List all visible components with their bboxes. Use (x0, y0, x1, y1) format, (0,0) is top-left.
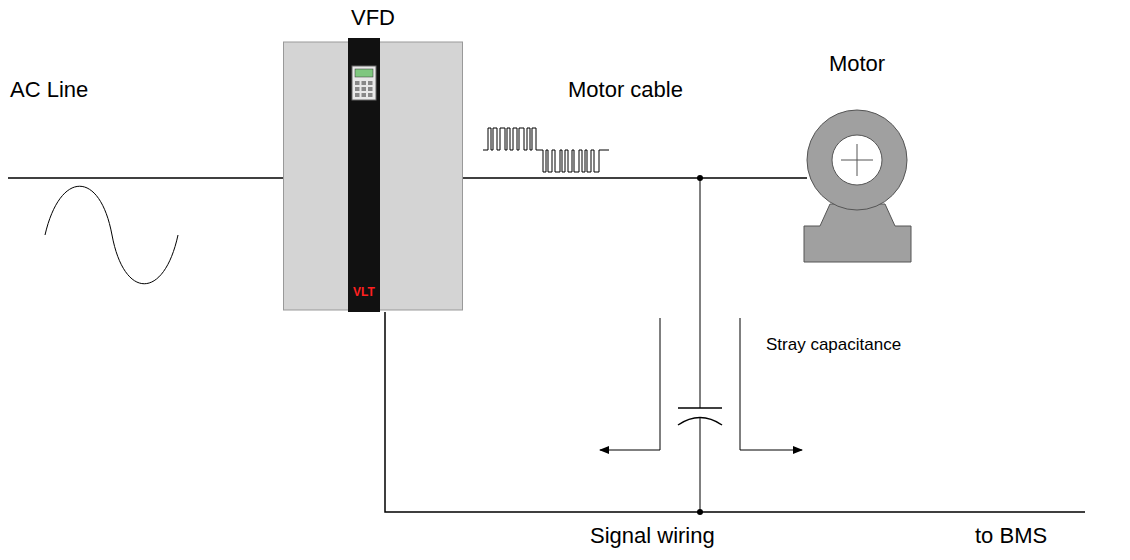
brand-label: VLT (353, 286, 375, 299)
text-label: AC Line (10, 78, 88, 102)
text-label: Stray capacitance (766, 336, 901, 355)
sine-wave (45, 186, 178, 284)
node-heading: VFD (351, 6, 395, 30)
node-heading: Motor (829, 52, 885, 76)
vfd-unit: VFD VLT (283, 4, 463, 312)
text-label: Signal wiring (590, 524, 715, 548)
capacitor-plate (678, 407, 722, 409)
motor-symbol (800, 54, 915, 264)
capacitor-lead (700, 417, 701, 512)
motor-cable (463, 177, 807, 179)
edge-label: Motor cable (568, 78, 683, 102)
ac-line-wire (8, 177, 283, 179)
leakage-arrow (600, 318, 660, 450)
pwm-waveform (483, 128, 609, 172)
signal-wire (385, 312, 1085, 512)
vfd-housing (283, 4, 463, 312)
capacitor-lead (700, 178, 701, 408)
motor: Motor (800, 54, 915, 264)
text-label: to BMS (975, 524, 1047, 548)
